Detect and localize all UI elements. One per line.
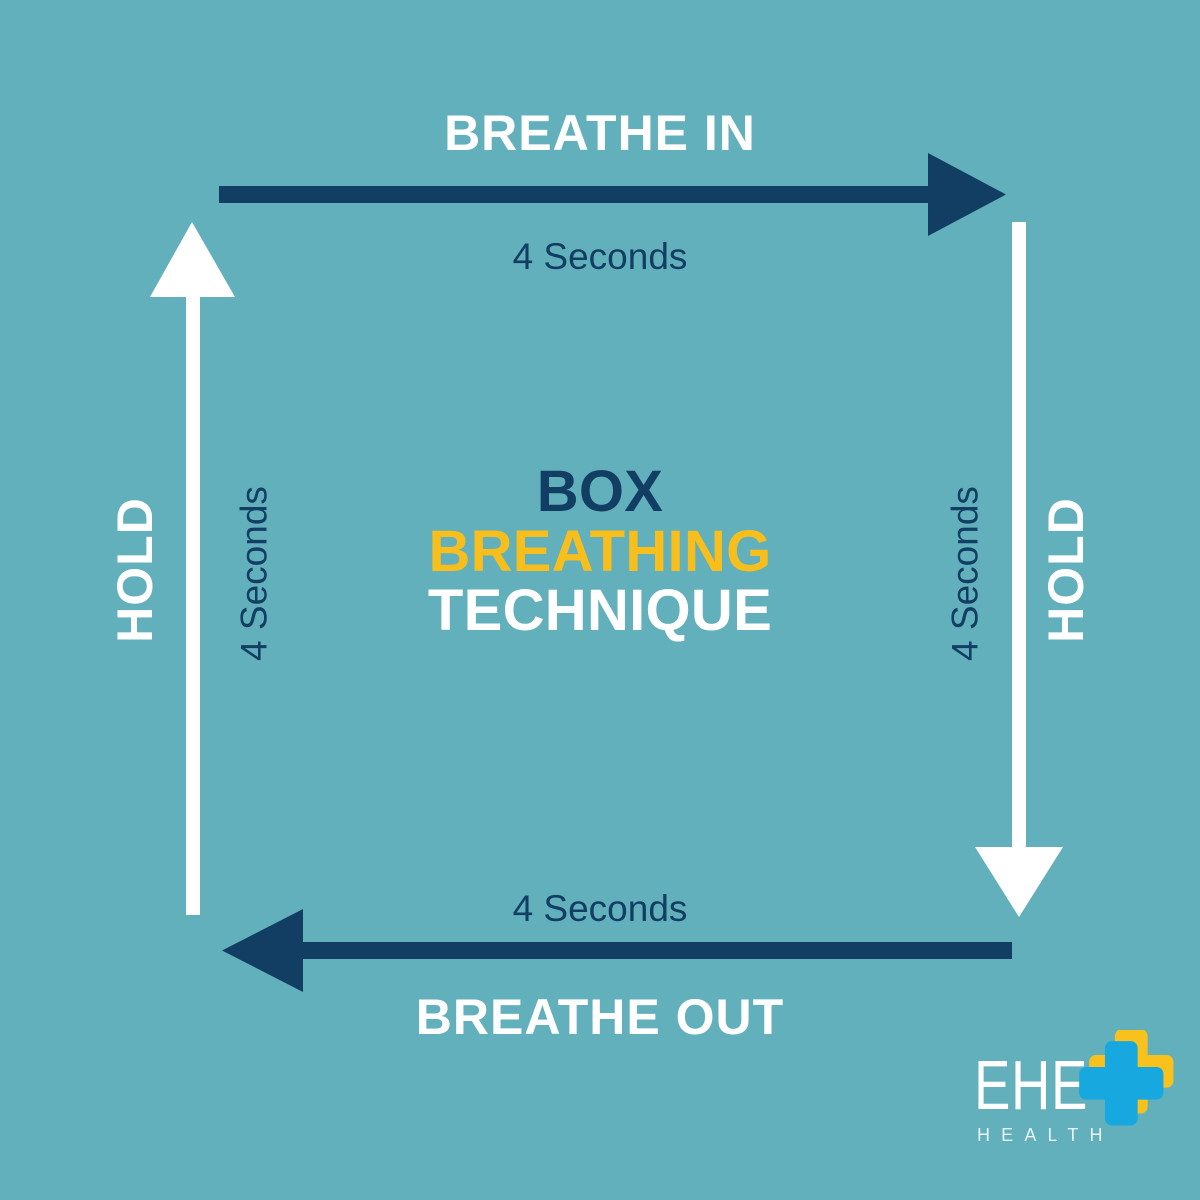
logo-tagline: HEALTH [977, 1125, 1114, 1145]
title-line-technique: TECHNIQUE [427, 578, 773, 644]
duration-bottom: 4 Seconds [512, 888, 688, 929]
plus-cross-icon [1079, 1030, 1174, 1126]
duration-left: 4 Seconds [233, 486, 275, 661]
phase-label-breathe-in: BREATHE IN [444, 105, 756, 161]
phase-label-hold-right: HOLD [1038, 497, 1094, 643]
arrow-down-icon [975, 222, 1063, 917]
title-line-breathing: BREATHING [428, 518, 772, 584]
duration-top: 4 Seconds [512, 236, 688, 277]
phase-label-hold-left: HOLD [107, 497, 163, 643]
title-line-box: BOX [536, 459, 664, 524]
phase-label-breathe-out: BREATHE OUT [415, 989, 785, 1045]
logo-wordmark: EHE [974, 1046, 1088, 1124]
arrow-up-icon [150, 222, 235, 915]
arrow-left-icon [222, 909, 1012, 992]
page-title: BOX BREATHING TECHNIQUE [300, 462, 900, 641]
duration-right: 4 Seconds [944, 486, 986, 661]
ehe-health-logo: EHE HEALTH [960, 1030, 1175, 1172]
arrow-right-icon [219, 153, 1006, 236]
